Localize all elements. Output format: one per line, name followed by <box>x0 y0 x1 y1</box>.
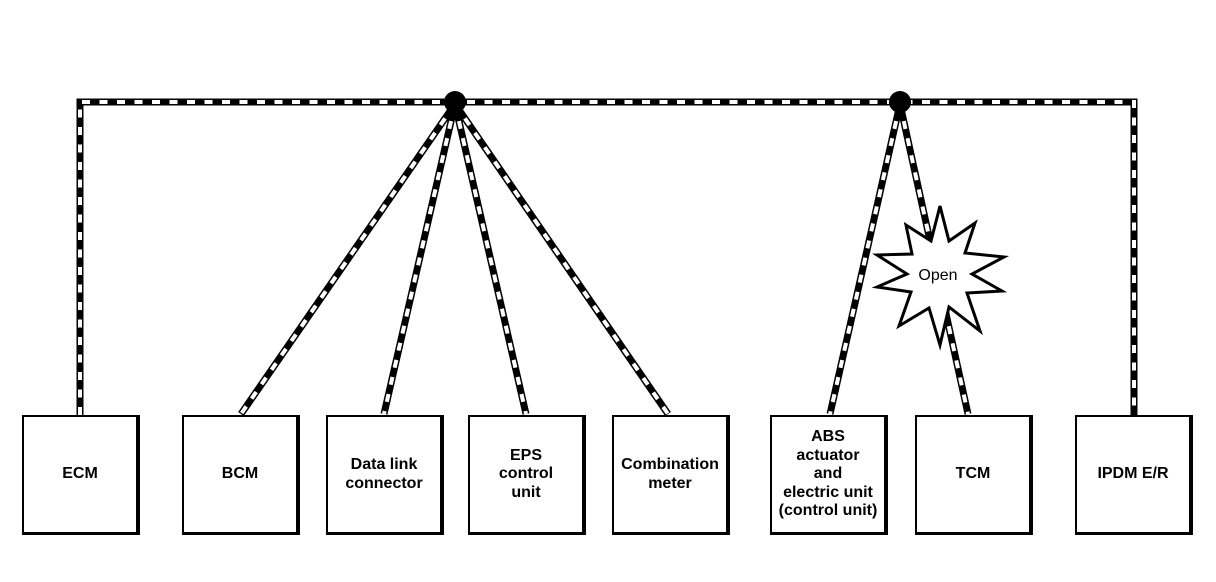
junction-dot-right <box>889 91 911 113</box>
unit-label-bcm: BCM <box>221 465 259 483</box>
unit-box-abs-actuator: ABS actuator and electric unit (control … <box>770 415 888 535</box>
open-fault-label: Open <box>918 267 957 284</box>
junction-dot-left <box>444 91 466 113</box>
unit-label-combination-meter: Combination meter <box>621 455 719 492</box>
can-bus-trunk-line <box>76 98 1138 415</box>
unit-label-abs-actuator: ABS actuator and electric unit (control … <box>778 428 878 520</box>
unit-box-eps-control-unit: EPS control unit <box>468 415 586 535</box>
unit-box-ipdm-er: IPDM E/R <box>1075 415 1193 535</box>
unit-box-combination-meter: Combination meter <box>612 415 730 535</box>
branch-line-data-link-connector <box>380 103 459 415</box>
unit-box-tcm: TCM <box>915 415 1033 535</box>
open-fault-star-icon <box>871 205 1010 351</box>
unit-label-tcm: TCM <box>955 465 991 483</box>
unit-box-data-link-connector: Data link connector <box>326 415 444 535</box>
unit-box-ecm: ECM <box>22 415 140 535</box>
branch-line-abs-actuator <box>826 103 904 415</box>
unit-label-ipdm-er: IPDM E/R <box>1097 465 1169 483</box>
unit-label-eps-control-unit: EPS control unit <box>498 446 554 501</box>
unit-label-data-link-connector: Data link connector <box>345 455 423 492</box>
unit-label-ecm: ECM <box>62 465 98 483</box>
branch-line-bcm <box>238 102 458 416</box>
branch-line-eps-control-unit <box>451 103 530 415</box>
unit-box-bcm: BCM <box>182 415 300 535</box>
branch-line-combination-meter <box>452 102 671 416</box>
